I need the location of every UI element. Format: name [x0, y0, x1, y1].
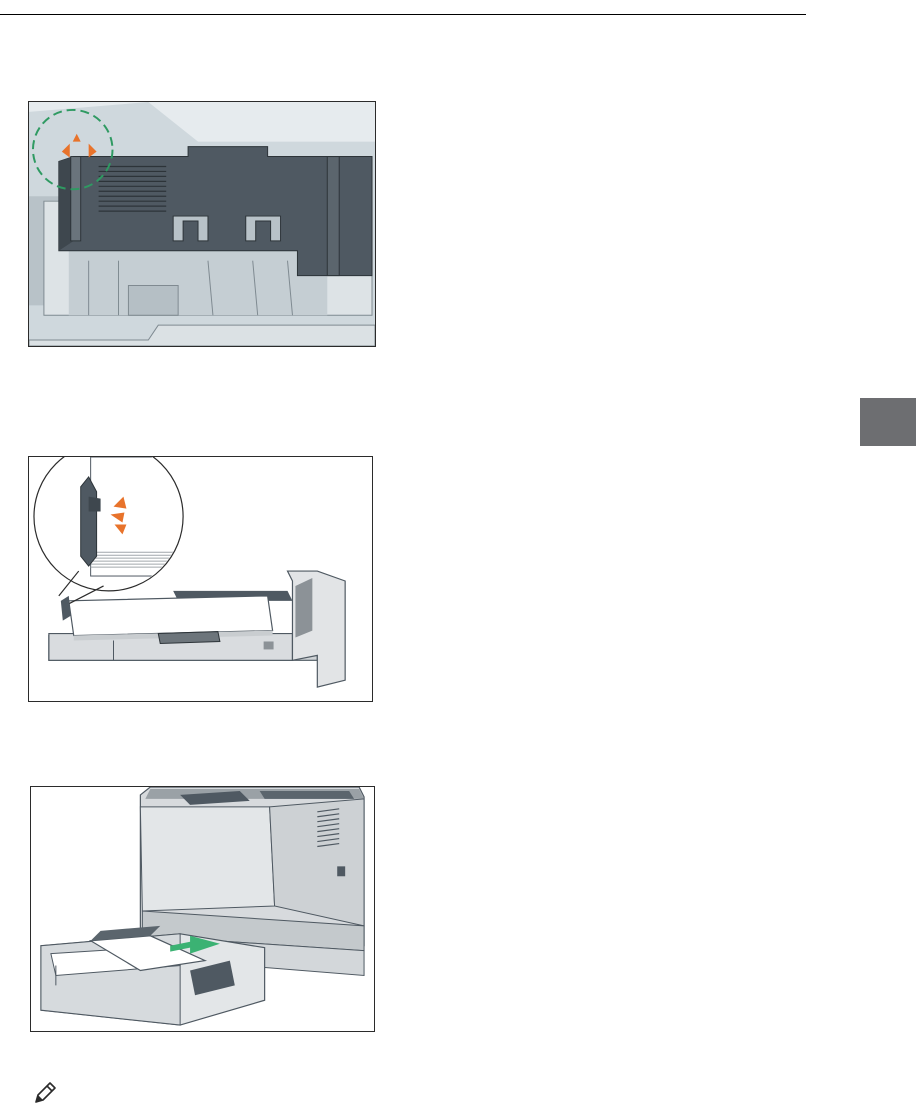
paper-stack-illustration: [28, 456, 373, 702]
insert-tray-illustration: [30, 786, 375, 1032]
tray-guide-illustration: [28, 101, 376, 347]
pencil-note-icon: [28, 1078, 58, 1108]
header-rule: [0, 14, 806, 15]
chapter-tab: [860, 398, 916, 446]
